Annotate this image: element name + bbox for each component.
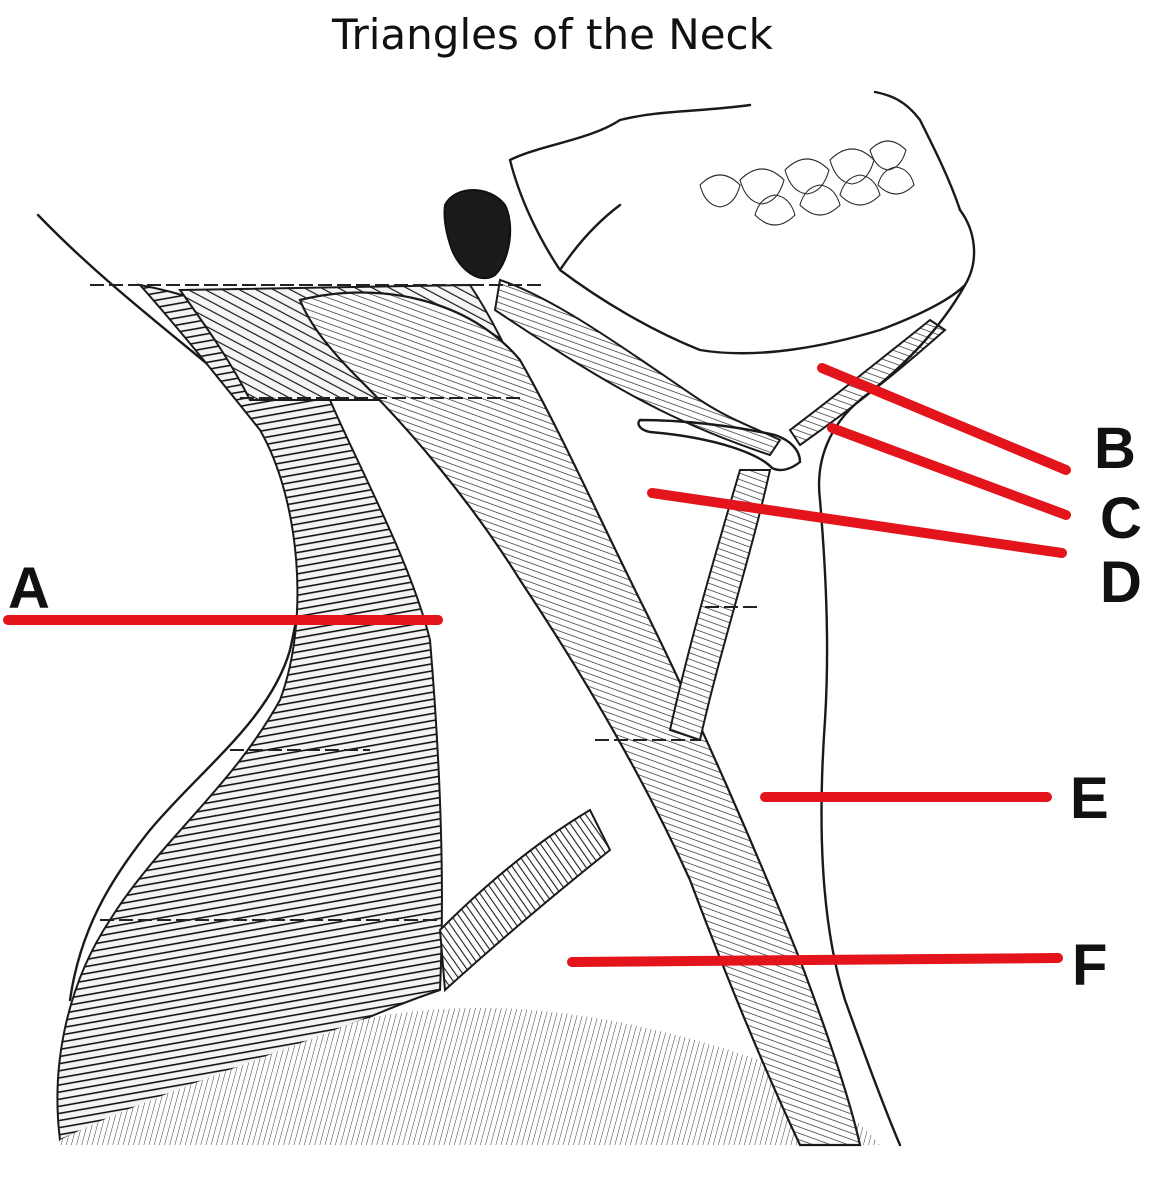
level-lines — [90, 284, 760, 921]
label-a: A — [8, 556, 50, 621]
mandible-outline — [508, 103, 976, 355]
neck-back-outline — [36, 213, 308, 1002]
label-f: F — [1072, 933, 1107, 998]
trapezius-muscle — [56, 283, 443, 1142]
digastric-muscle — [493, 278, 782, 457]
label-d: D — [1100, 550, 1142, 615]
chin-outline — [873, 90, 962, 212]
sternocleidomastoid-muscle — [298, 291, 862, 1147]
pointer-lines — [3, 363, 1071, 967]
letter-labels: A B C D E F — [8, 416, 1142, 998]
pointer-line-d — [647, 488, 1067, 558]
figure-title: Triangles of the Neck — [332, 10, 773, 59]
label-e: E — [1070, 766, 1109, 831]
label-b: B — [1094, 416, 1136, 481]
pointer-line-c — [827, 423, 1071, 520]
teeth — [699, 140, 915, 226]
pointer-line-b — [817, 363, 1071, 475]
shoulder-fringe — [60, 1007, 880, 1145]
label-c: C — [1100, 486, 1142, 551]
front-neck-outline — [817, 283, 967, 1147]
hyoid-bone — [637, 418, 802, 472]
pointer-line-f — [567, 953, 1063, 967]
mastoid-process — [443, 189, 512, 280]
omohyoid-muscle — [438, 808, 612, 993]
